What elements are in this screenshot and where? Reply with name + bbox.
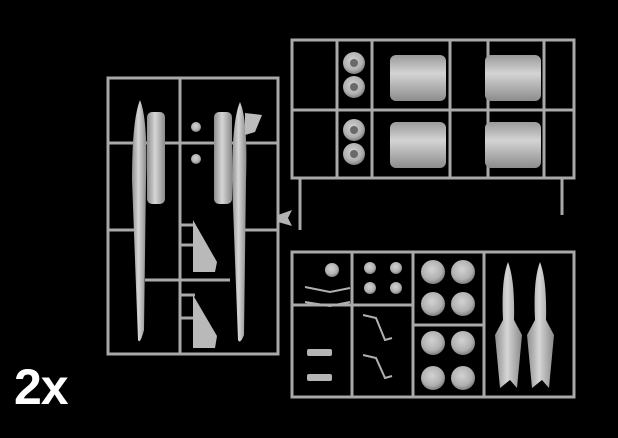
top-right-sprue-parts — [343, 52, 541, 168]
left-sprue-parts — [132, 100, 292, 348]
bottom-right-sprue — [290, 250, 576, 399]
quantity-caption: 2x — [14, 359, 69, 415]
bottom-right-sprue-parts — [304, 260, 554, 390]
